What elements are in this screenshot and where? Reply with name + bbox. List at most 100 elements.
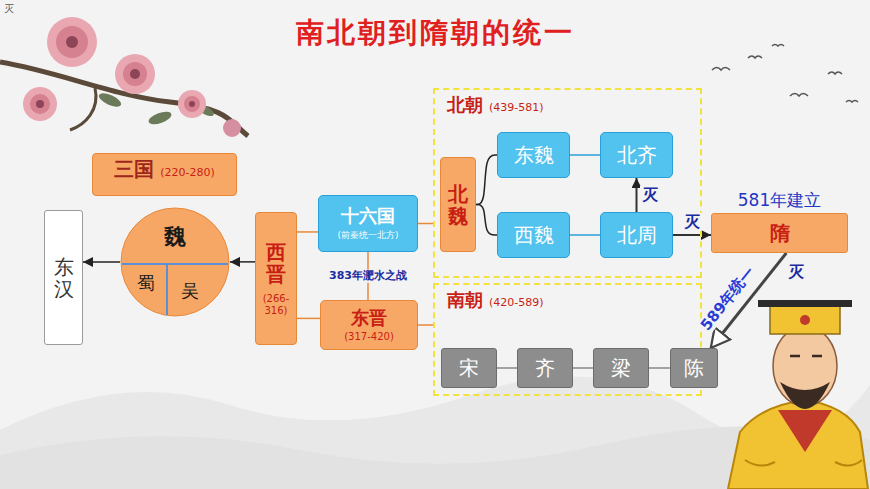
period-box: 三国 (220-280)	[92, 153, 237, 196]
connector-arrow	[230, 261, 255, 263]
robe-pattern	[745, 460, 862, 466]
dynasty-name: 东汉	[54, 256, 74, 300]
eyes	[790, 355, 822, 358]
dynasty-box: 陈	[670, 348, 718, 388]
bird	[748, 56, 762, 58]
flower-center	[66, 36, 78, 48]
period-name: 三国	[114, 158, 154, 181]
dynasty-region: 南朝 (420-589) 宋 齐 梁 陈	[433, 283, 702, 396]
dynasty-box: 梁	[593, 348, 649, 388]
dynasty-box: 北周	[600, 212, 673, 258]
petals	[47, 17, 97, 67]
dynasty-box: 西晋 (266-316)	[255, 212, 297, 345]
dynasty-name: 东魏	[514, 144, 554, 167]
dynasty-box: 581年建立隋	[711, 213, 848, 253]
note-label: 灭	[788, 263, 804, 281]
connector-line	[570, 234, 600, 236]
branch	[0, 62, 248, 136]
bird	[712, 68, 730, 71]
region-heading: 南朝	[447, 290, 483, 311]
circle-shape	[120, 207, 230, 317]
connector-line	[570, 154, 600, 156]
crown-jewel	[800, 315, 810, 325]
bird	[772, 45, 784, 47]
dynasty-region: 北朝 (439-581) 北魏 东魏西魏 北齐北周	[433, 88, 702, 278]
connector-line	[476, 205, 497, 236]
year-range: (220-280)	[160, 167, 215, 180]
connector-line	[297, 318, 320, 320]
division-line	[122, 264, 228, 315]
dynasty-box: 东魏	[497, 132, 570, 178]
connector-line	[649, 367, 670, 369]
flower	[47, 17, 97, 67]
dynasty-name: 东晋	[351, 308, 387, 329]
petals	[56, 26, 88, 58]
kingdom-name: 蜀	[137, 273, 155, 294]
flower-branch	[0, 17, 248, 137]
dynasty-box: 齐	[517, 348, 573, 388]
connector-line	[418, 223, 433, 225]
dynasty-name: 西魏	[514, 224, 554, 247]
connector-line	[418, 324, 433, 326]
dynasty-note: (前秦统一北方)	[337, 230, 398, 240]
circle-fill	[121, 208, 229, 316]
petals	[178, 90, 206, 118]
dynasty-name: 十六国	[341, 206, 395, 227]
connector-line	[573, 367, 593, 369]
dynasty-name: 西晋	[266, 241, 286, 285]
edge-label: 589年统一	[696, 263, 759, 337]
dynasty-name: 梁	[611, 357, 631, 380]
kingdom-name: 吴	[181, 281, 199, 302]
dynasty-box: 东晋(317-420)	[320, 300, 418, 350]
edge-label: 383年淝水之战	[327, 270, 409, 283]
petals	[23, 87, 57, 121]
emperor-figure	[728, 300, 868, 489]
connector-arrow	[83, 261, 120, 263]
edge-label: 灭	[640, 186, 660, 204]
bird	[828, 72, 842, 74]
flower	[23, 87, 57, 121]
region-heading: 北朝	[447, 95, 483, 116]
flower-center	[189, 101, 195, 107]
petals	[30, 94, 50, 114]
dynasty-name: 陈	[684, 357, 704, 380]
leaf	[147, 109, 173, 127]
flower-center	[130, 69, 140, 79]
year-range: (266-316)	[259, 293, 293, 316]
connector-line	[476, 155, 497, 205]
crown	[770, 306, 840, 334]
dynasty-box: 十六国 (前秦统一北方)	[318, 195, 418, 252]
year-range: (439-581)	[489, 102, 544, 115]
note-label: 灭	[4, 3, 14, 15]
diagram-title: 南北朝到隋朝的统一	[0, 16, 870, 50]
petals	[115, 54, 155, 94]
connector-line	[497, 367, 517, 369]
year-range: (420-589)	[489, 297, 544, 310]
bird	[846, 101, 858, 103]
flower	[115, 54, 155, 94]
dynasty-name: 隋	[770, 222, 790, 245]
dynasty-box: 东汉	[44, 210, 83, 345]
leaf	[97, 90, 123, 109]
dynasty-box: 北齐	[600, 132, 673, 178]
dynasty-name: 北齐	[617, 144, 657, 167]
beard	[780, 382, 830, 409]
petals	[223, 119, 241, 137]
petals	[123, 62, 147, 86]
dynasty-name: 齐	[535, 357, 555, 380]
connector-line	[297, 231, 318, 233]
dynasty-name: 北周	[617, 224, 657, 247]
dynasty-name: 北魏	[448, 183, 468, 227]
bird	[790, 94, 808, 97]
branch	[70, 88, 96, 130]
petals	[184, 96, 200, 112]
flower-center	[36, 100, 44, 108]
dynasty-box: 西魏	[497, 212, 570, 258]
robe	[728, 400, 868, 489]
mountain-wash	[0, 377, 870, 489]
flower-bud	[223, 119, 241, 137]
kingdom-name: 魏	[164, 224, 186, 249]
dynasty-box: 宋	[441, 348, 497, 388]
dynasty-name: 宋	[459, 357, 479, 380]
